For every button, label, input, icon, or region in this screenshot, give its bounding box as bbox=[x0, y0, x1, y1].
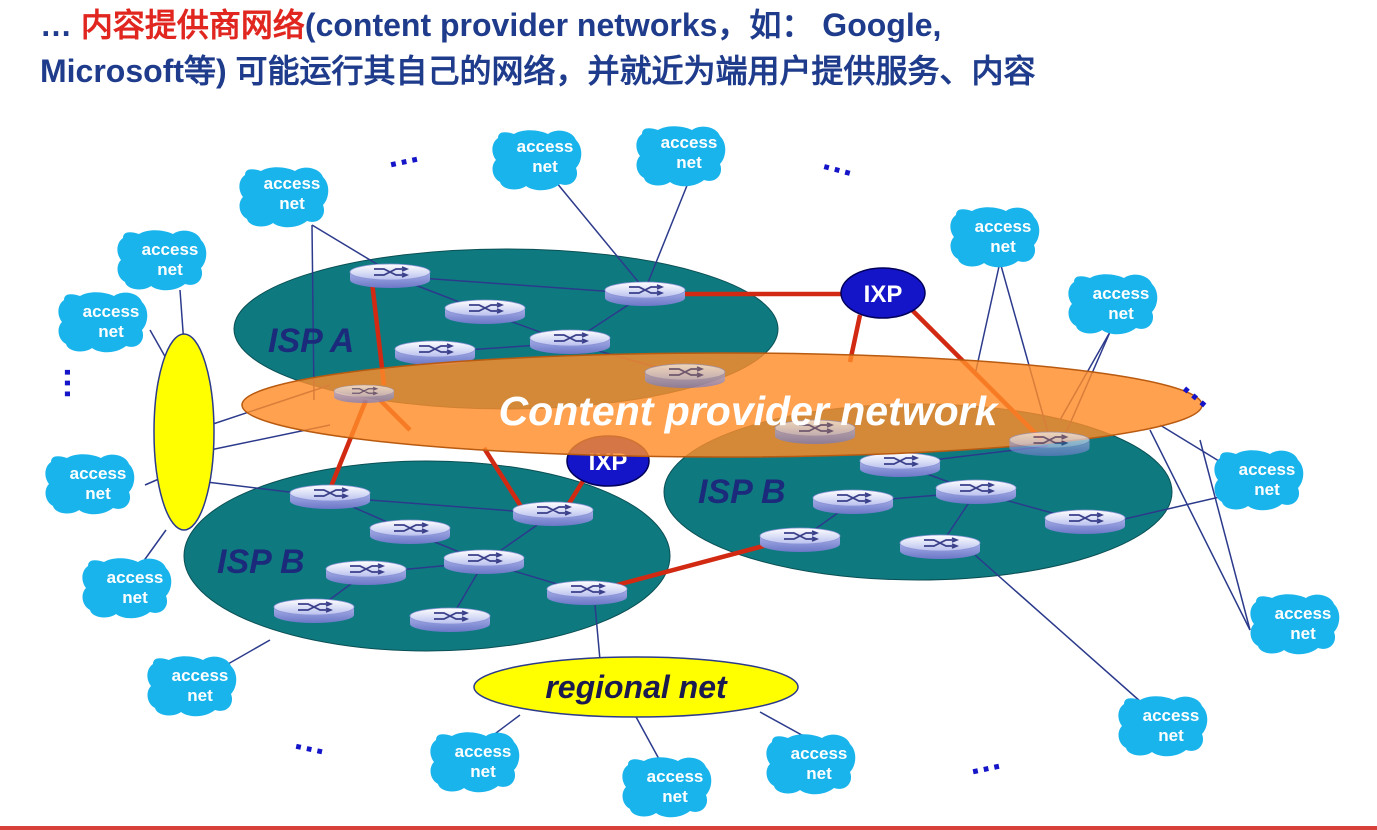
bottom-accent-bar bbox=[0, 826, 1377, 830]
svg-text:access: access bbox=[661, 133, 718, 152]
svg-text:access: access bbox=[1239, 460, 1296, 479]
svg-text:net: net bbox=[98, 322, 124, 341]
svg-text:net: net bbox=[122, 588, 148, 607]
regional-net: regional net bbox=[473, 656, 799, 718]
title-rest-line2: Microsoft等) 可能运行其自己的网络，并就近为端用户提供服务、内容 bbox=[40, 53, 1036, 89]
ellipsis-left: … bbox=[40, 366, 78, 400]
router-isp-a-2 bbox=[603, 280, 687, 308]
ixp-upper-label: IXP bbox=[864, 281, 903, 308]
router-isp-b-right-3 bbox=[812, 489, 894, 515]
svg-text:net: net bbox=[470, 762, 496, 781]
cp-router-1 bbox=[333, 384, 395, 404]
svg-text:access: access bbox=[70, 464, 127, 483]
svg-text:access: access bbox=[1093, 284, 1150, 303]
router-isp-a-4 bbox=[528, 328, 612, 356]
router-isp-b-left-5 bbox=[325, 560, 407, 586]
ellipsis-top-left: … bbox=[382, 132, 423, 176]
svg-text:net: net bbox=[676, 153, 702, 172]
router-isp-a-3 bbox=[443, 298, 527, 326]
svg-text:net: net bbox=[532, 157, 558, 176]
svg-text:access: access bbox=[172, 666, 229, 685]
svg-text:net: net bbox=[806, 764, 832, 783]
ellipsis-top-right: … bbox=[818, 139, 861, 185]
svg-text:net: net bbox=[1290, 624, 1316, 643]
isp-a-label: ISP A bbox=[268, 322, 354, 360]
svg-text:access: access bbox=[647, 767, 704, 786]
svg-text:net: net bbox=[1158, 726, 1184, 745]
router-isp-b-left-7 bbox=[273, 598, 355, 624]
content-provider-ellipse bbox=[241, 352, 1203, 458]
router-isp-a-1 bbox=[349, 263, 431, 289]
regional-net-label: regional net bbox=[545, 669, 728, 705]
svg-text:net: net bbox=[662, 787, 688, 806]
cp-router-2 bbox=[643, 362, 727, 390]
svg-text:net: net bbox=[157, 260, 183, 279]
isp-b-left-label: ISP B bbox=[217, 543, 305, 581]
svg-text:net: net bbox=[1254, 480, 1280, 499]
svg-text:net: net bbox=[85, 484, 111, 503]
router-isp-b-left-6 bbox=[546, 580, 628, 606]
svg-text:access: access bbox=[142, 240, 199, 259]
left-regional-ellipse bbox=[153, 333, 215, 531]
svg-text:net: net bbox=[1108, 304, 1134, 323]
svg-text:access: access bbox=[1143, 706, 1200, 725]
router-isp-b-right-6 bbox=[899, 534, 981, 560]
router-isp-b-left-2 bbox=[512, 501, 594, 527]
isp-b-right-label: ISP B bbox=[698, 473, 786, 511]
cp-router-4 bbox=[1008, 431, 1091, 457]
ixp-upper: IXP bbox=[840, 267, 926, 319]
svg-text:access: access bbox=[264, 174, 321, 193]
svg-text:access: access bbox=[1275, 604, 1332, 623]
router-isp-b-left-8 bbox=[409, 607, 491, 633]
ellipsis-bottom-left: … bbox=[290, 719, 331, 763]
title-rest-line1: (content provider networks，如： Google, bbox=[304, 7, 942, 43]
title-lead: … bbox=[40, 7, 81, 43]
title-highlight: 内容提供商网络 bbox=[80, 7, 305, 43]
svg-text:access: access bbox=[107, 568, 164, 587]
router-isp-b-left-3 bbox=[369, 519, 451, 545]
slide-title: … 内容提供商网络(content provider networks，如： G… bbox=[40, 2, 1360, 94]
router-isp-b-right-1 bbox=[859, 452, 941, 478]
router-isp-b-left-1 bbox=[289, 484, 371, 510]
svg-text:access: access bbox=[791, 744, 848, 763]
svg-text:access: access bbox=[455, 742, 512, 761]
router-isp-b-right-2 bbox=[935, 479, 1017, 505]
router-isp-b-left-4 bbox=[443, 549, 525, 575]
router-isp-b-right-4 bbox=[1044, 509, 1126, 535]
svg-text:net: net bbox=[279, 194, 305, 213]
content-provider-label: Content provider network bbox=[499, 388, 1000, 434]
ellipsis-bottom-right: … bbox=[964, 739, 1005, 783]
router-isp-b-right-5 bbox=[759, 527, 841, 553]
svg-text:access: access bbox=[975, 217, 1032, 236]
svg-text:net: net bbox=[187, 686, 213, 705]
svg-text:net: net bbox=[990, 237, 1016, 256]
svg-text:access: access bbox=[83, 302, 140, 321]
svg-text:access: access bbox=[517, 137, 574, 156]
